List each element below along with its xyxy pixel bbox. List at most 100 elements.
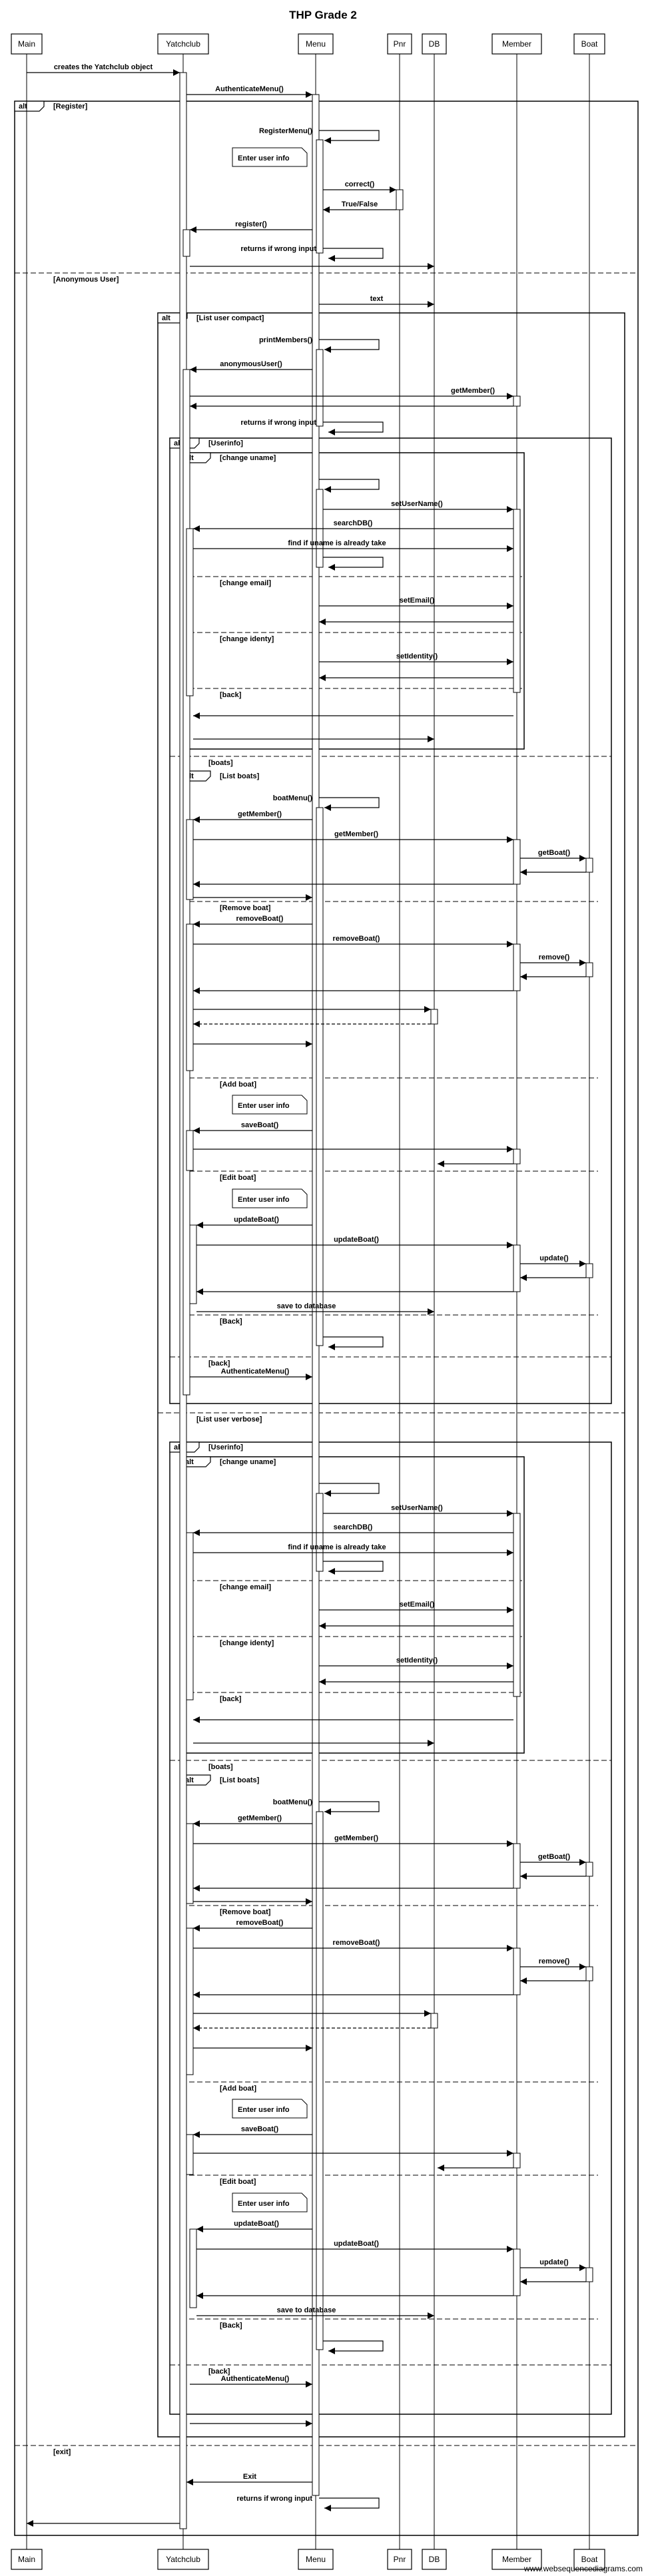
arrowhead bbox=[193, 921, 200, 927]
message-line bbox=[319, 797, 380, 808]
message-set_username: setUserName() bbox=[323, 500, 513, 513]
message-correct: correct() bbox=[323, 180, 396, 193]
fragment-list-boats: alt[List boats][Remove boat][Add boat][E… bbox=[180, 770, 598, 1326]
message-return bbox=[193, 894, 312, 901]
frame-guard: [back] bbox=[208, 1360, 230, 1368]
activation-boat bbox=[585, 1966, 593, 1981]
message-label: find if uname is already take bbox=[288, 1543, 386, 1551]
message-return bbox=[193, 1991, 513, 1998]
message-auth: AuthenticateMenu() bbox=[186, 85, 312, 98]
arrowhead bbox=[319, 1623, 326, 1629]
message-update: update() bbox=[520, 2258, 586, 2271]
arrowhead bbox=[306, 2045, 312, 2051]
arrowhead bbox=[328, 2348, 335, 2354]
arrowhead bbox=[306, 2381, 312, 2388]
participant-pnr-top: Pnr bbox=[387, 33, 412, 55]
message-update_boat: updateBoat() bbox=[196, 1216, 312, 1228]
message-label: removeBoat() bbox=[236, 915, 284, 923]
message-save_db: save to database bbox=[196, 1302, 434, 1315]
arrowhead bbox=[193, 2131, 200, 2138]
message-label: saveBoat() bbox=[241, 2125, 279, 2133]
message-label: getMember() bbox=[334, 1834, 378, 1842]
note-box bbox=[232, 1188, 308, 1208]
activation-yatchclub bbox=[186, 528, 194, 696]
arrowhead bbox=[428, 736, 434, 742]
arrowhead bbox=[579, 1963, 586, 1970]
message-get_member: getMember() bbox=[193, 810, 312, 823]
message-update_boat: updateBoat() bbox=[196, 1236, 513, 1248]
message-label: returns if wrong input bbox=[240, 419, 316, 427]
activation-member bbox=[513, 509, 521, 693]
frame-guard: [back] bbox=[220, 691, 242, 699]
frame-border bbox=[157, 312, 625, 2438]
participant-box bbox=[573, 33, 605, 55]
arrowhead bbox=[438, 2165, 444, 2171]
self-message-return bbox=[323, 2340, 384, 2354]
activation-member bbox=[513, 839, 521, 885]
message-return bbox=[193, 987, 513, 994]
frame-guard: [Remove boat] bbox=[220, 1908, 271, 1916]
message-label: updateBoat() bbox=[334, 2240, 379, 2248]
participant-label: Main bbox=[18, 39, 35, 49]
activation-yatchclub bbox=[189, 1224, 197, 1304]
arrowhead bbox=[328, 1344, 335, 1350]
participant-label: Boat bbox=[581, 39, 598, 49]
frame-operator: alt bbox=[185, 1776, 194, 1784]
arrowhead bbox=[193, 1127, 200, 1134]
participant-menu-top: Menu bbox=[298, 33, 334, 55]
message-label: searchDB() bbox=[334, 1523, 373, 1531]
message-label: RegisterMenu() bbox=[259, 127, 312, 135]
self-message-print_members: printMembers() bbox=[259, 336, 380, 353]
arrowhead bbox=[507, 836, 513, 843]
message-label: saveBoat() bbox=[241, 1121, 279, 1129]
message-search_db: searchDB() bbox=[193, 1523, 513, 1536]
arrowhead bbox=[328, 564, 335, 571]
arrowhead bbox=[193, 2025, 200, 2031]
arrowhead bbox=[507, 2150, 513, 2157]
message-label: updateBoat() bbox=[334, 1236, 379, 1244]
activation-yatchclub bbox=[186, 1130, 194, 1171]
message-line bbox=[323, 1336, 384, 1348]
message-return bbox=[196, 2292, 513, 2299]
arrowhead bbox=[428, 1740, 434, 1746]
frame-guard: [Register] bbox=[53, 103, 88, 111]
message-return bbox=[319, 619, 513, 625]
self-message-wrong_input: returns if wrong input bbox=[236, 2495, 380, 2511]
self-message-return bbox=[323, 557, 384, 571]
message-label: AuthenticateMenu() bbox=[221, 2375, 290, 2383]
note-box bbox=[232, 2192, 308, 2212]
self-message-wrong_input: returns if wrong input bbox=[240, 419, 384, 435]
arrowhead bbox=[193, 525, 200, 532]
message-label: getMember() bbox=[238, 810, 282, 818]
participant-box bbox=[157, 33, 209, 55]
frame-guard: [change email] bbox=[220, 579, 271, 587]
arrowhead bbox=[319, 674, 326, 681]
note-enter-user-info: Enter user info bbox=[232, 1188, 308, 1208]
fragment-list-boats: alt[List boats][Remove boat][Add boat][E… bbox=[180, 1774, 598, 2330]
message-label: find if uname is already take bbox=[288, 539, 386, 547]
note-enter-user-info: Enter user info bbox=[232, 1095, 308, 1115]
note-box bbox=[232, 147, 308, 167]
participant-box bbox=[422, 33, 447, 55]
activation-member bbox=[513, 1947, 521, 1995]
message-return bbox=[520, 2278, 586, 2285]
arrowhead bbox=[319, 619, 326, 625]
arrowhead bbox=[507, 1549, 513, 1556]
message-set_username: setUserName() bbox=[323, 1504, 513, 1517]
frame-guard: [change identy] bbox=[220, 635, 274, 643]
participant-box bbox=[157, 2549, 209, 2570]
frame-guard: [Add boat] bbox=[220, 2085, 256, 2093]
message-return bbox=[193, 1740, 434, 1746]
activation-member bbox=[513, 2248, 521, 2296]
message-line bbox=[323, 2340, 384, 2352]
activation-boat bbox=[585, 1862, 593, 1877]
message-label: returns if wrong input bbox=[240, 245, 316, 253]
note-box bbox=[232, 1095, 308, 1115]
message-find_uname: find if uname is already take bbox=[193, 539, 513, 552]
self-message-boat_menu: boatMenu() bbox=[273, 1798, 380, 1815]
arrowhead bbox=[193, 1991, 200, 1998]
participant-label: Yatchclub bbox=[166, 2555, 200, 2564]
message-return bbox=[193, 1716, 513, 1723]
participant-label: Menu bbox=[306, 2555, 326, 2564]
message-return bbox=[520, 973, 586, 980]
